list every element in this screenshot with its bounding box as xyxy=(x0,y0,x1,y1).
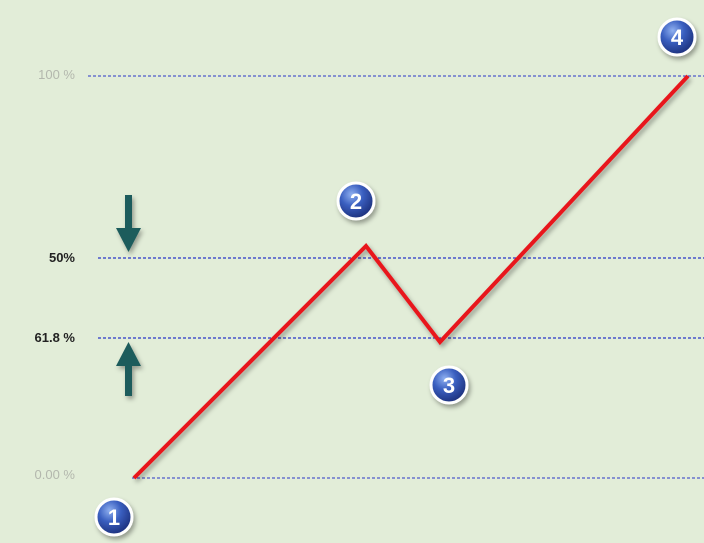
level-label-0: 0.00 % xyxy=(35,467,76,482)
arrow-up-icon xyxy=(116,342,141,396)
point-label-4: 4 xyxy=(671,25,684,50)
arrow-down-icon xyxy=(116,195,141,252)
point-marker-3: 3 xyxy=(429,365,469,405)
point-label-1: 1 xyxy=(108,505,120,530)
level-50: 50% xyxy=(49,250,704,265)
level-0: 0.00 % xyxy=(35,467,704,482)
price-path xyxy=(132,74,690,480)
point-marker-2: 2 xyxy=(336,181,376,221)
level-label-100: 100 % xyxy=(38,67,75,82)
level-61-8: 61.8 % xyxy=(35,330,704,345)
point-label-2: 2 xyxy=(350,189,362,214)
level-label-61-8: 61.8 % xyxy=(35,330,76,345)
level-label-50: 50% xyxy=(49,250,75,265)
point-marker-1: 1 xyxy=(94,497,134,537)
point-marker-4: 4 xyxy=(657,17,697,57)
level-100: 100 % xyxy=(38,67,704,82)
point-label-3: 3 xyxy=(443,373,455,398)
